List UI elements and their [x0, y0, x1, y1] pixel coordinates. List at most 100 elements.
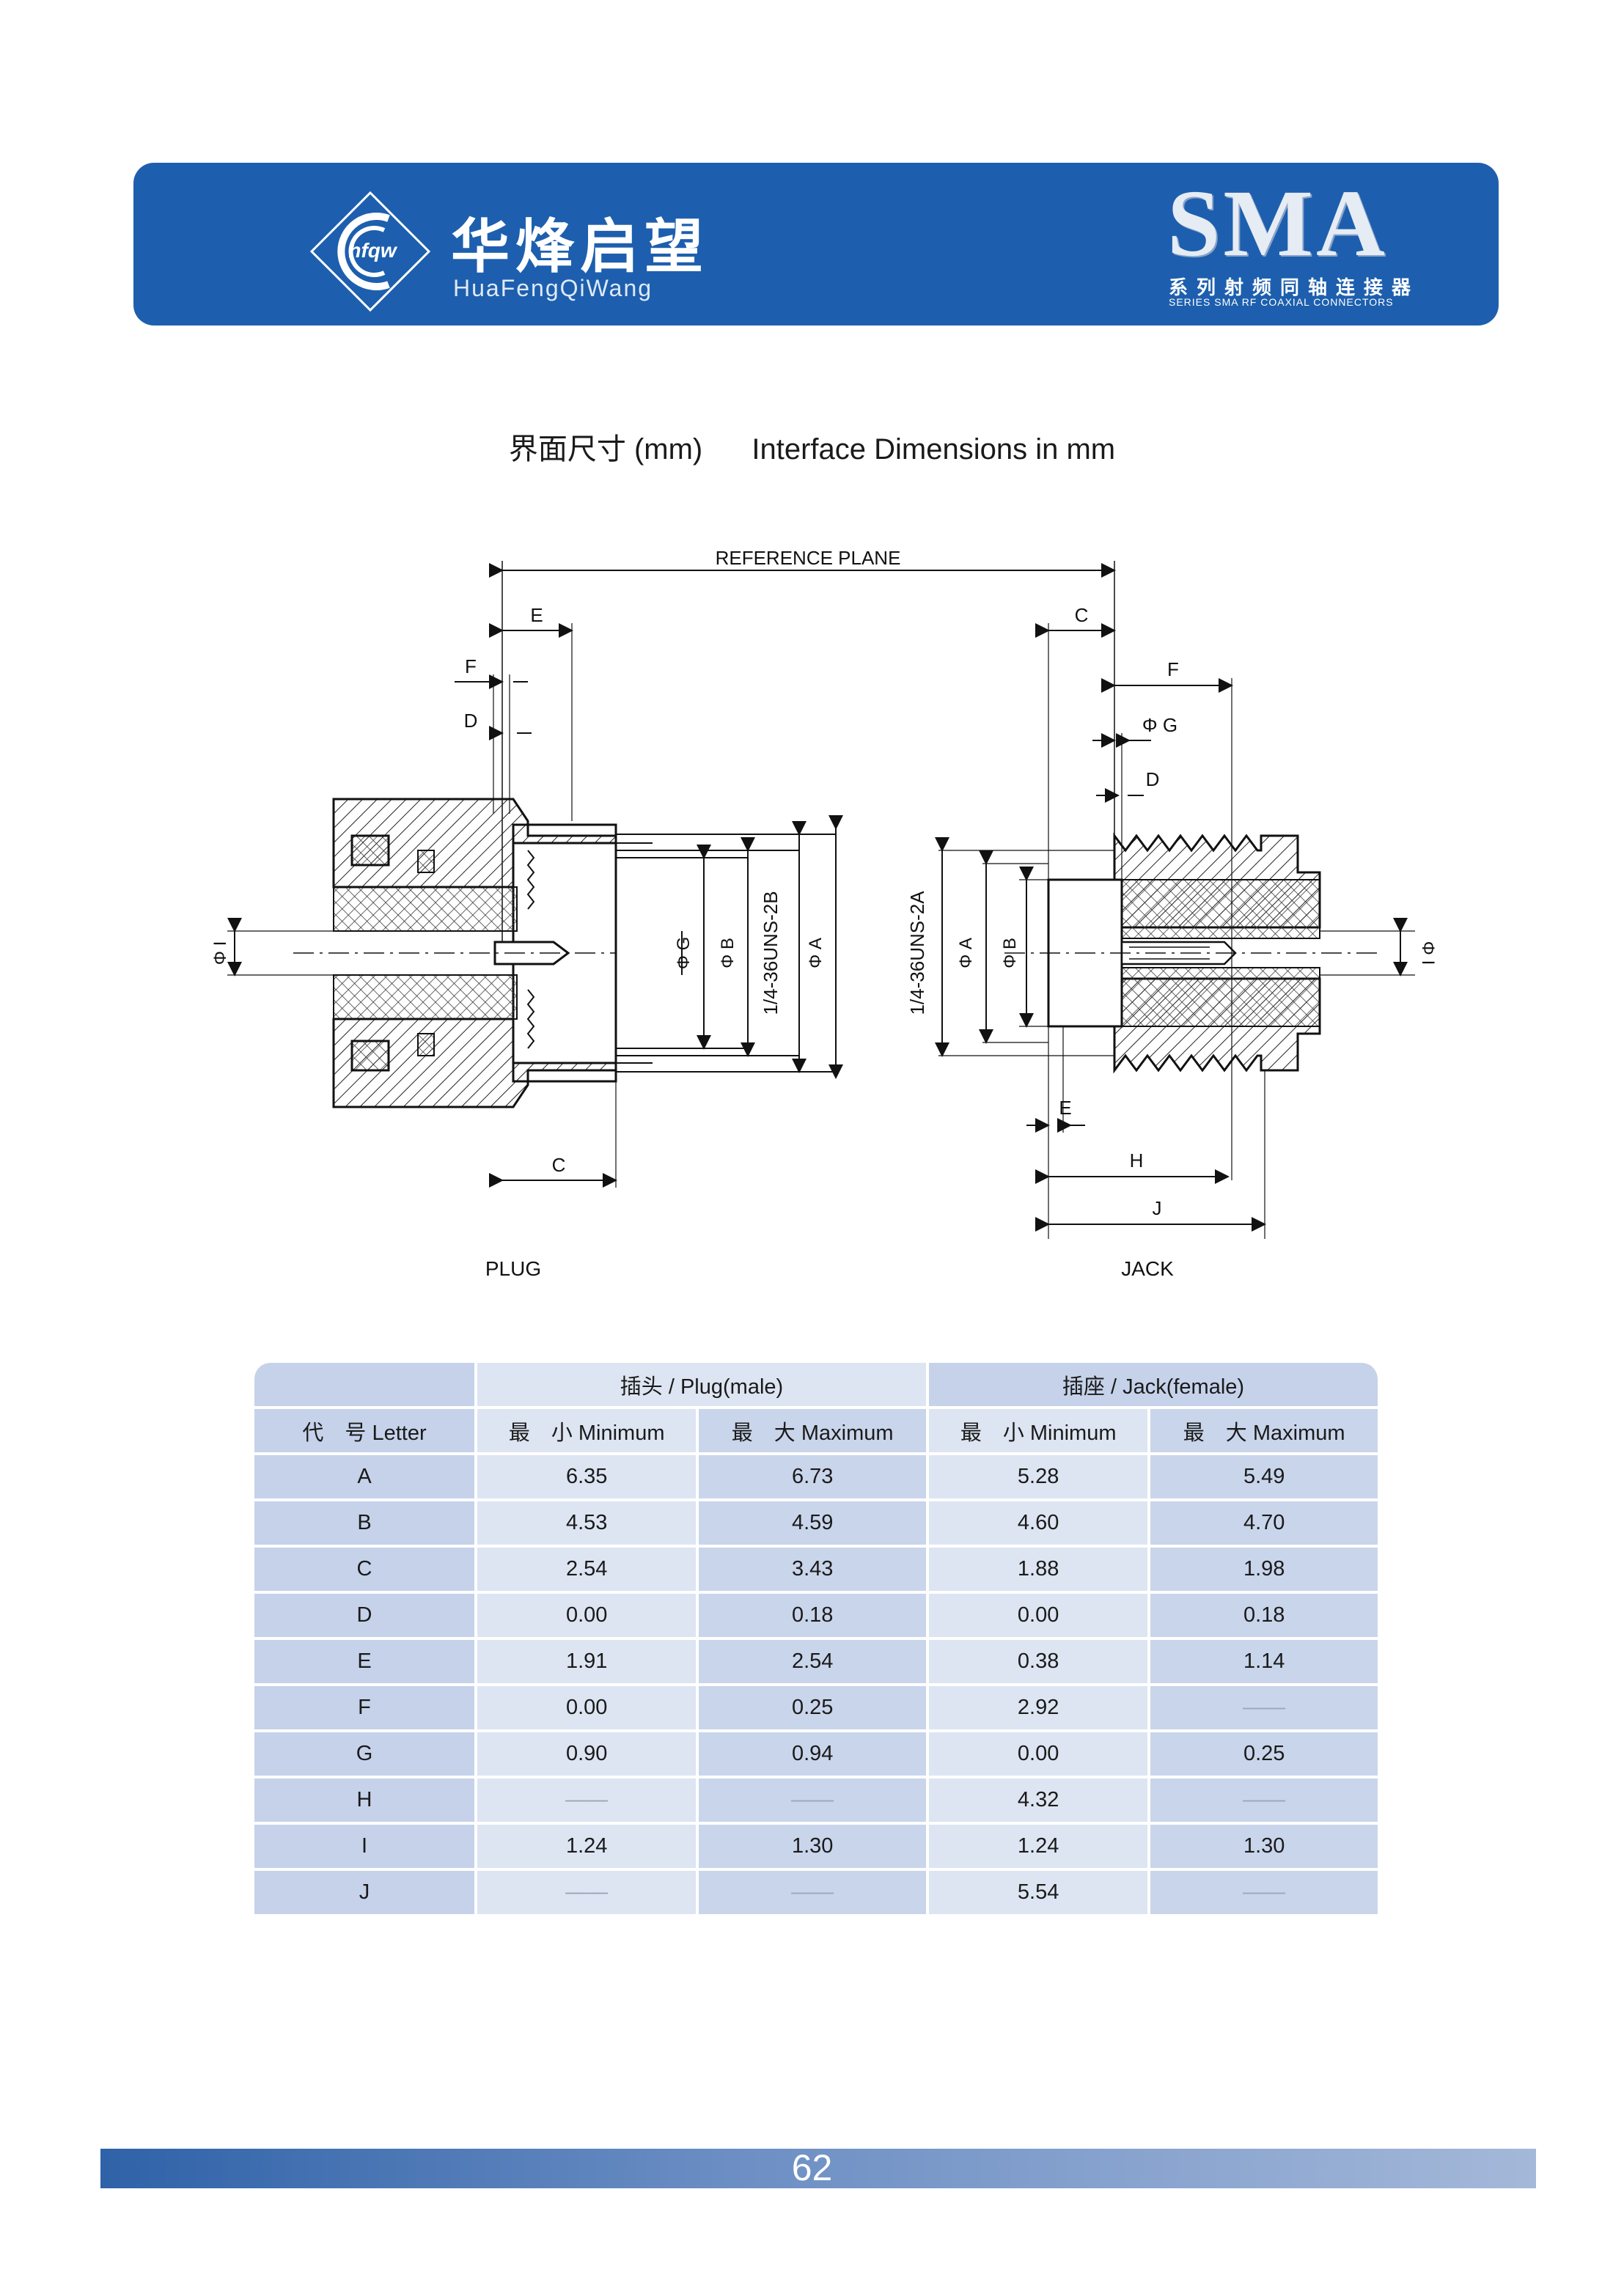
footer-bar [100, 2149, 1536, 2188]
reference-plane-label: REFERENCE PLANE [716, 547, 901, 569]
plug-min-header: 最 小 Minimum [477, 1409, 697, 1452]
letter-cell: D [254, 1594, 474, 1637]
plug-max-cell: —— [699, 1778, 926, 1822]
plug-dim-f-label: F [465, 655, 477, 677]
letter-cell: G [254, 1732, 474, 1776]
plug-label: PLUG [485, 1257, 541, 1280]
letter-cell: B [254, 1501, 474, 1545]
jack-max-cell: —— [1150, 1871, 1378, 1914]
page-title-cn: 界面尺寸 (mm) [508, 433, 703, 466]
jack-dim-f-label: F [1167, 658, 1179, 680]
jack-thread-label: 1/4-36UNS-2A [906, 891, 928, 1015]
letter-cell: H [254, 1778, 474, 1822]
letter-cell: A [254, 1455, 474, 1498]
dimensions-table: 插头 / Plug(male) 插座 / Jack(female) 代 号 Le… [251, 1360, 1381, 1917]
jack-max-cell: 1.98 [1150, 1548, 1378, 1591]
jack-group-header: 插座 / Jack(female) [928, 1363, 1378, 1406]
jack-min-cell: 0.00 [928, 1732, 1148, 1776]
plug-max-cell: 0.25 [699, 1686, 926, 1729]
jack-dim-e-label: E [1059, 1097, 1071, 1119]
brand-name-en: HuaFengQiWang [453, 275, 653, 301]
company-logo: hfqw [309, 191, 431, 312]
plug-max-cell: 4.59 [699, 1501, 926, 1545]
plug-max-header: 最 大 Maximum [699, 1409, 926, 1452]
page-title: 界面尺寸 (mm) Interface Dimensions in mm [0, 425, 1624, 468]
plug-dim-d-label: D [464, 710, 478, 732]
plug-max-cell: 0.94 [699, 1732, 926, 1776]
plug-dim-g: Φ G [674, 937, 694, 969]
table-corner [254, 1363, 474, 1406]
jack-min-cell: 5.54 [928, 1871, 1148, 1914]
series-subtitle-en: SERIES SMA RF COAXIAL CONNECTORS [1169, 296, 1394, 308]
jack-max-cell: 4.70 [1150, 1501, 1378, 1545]
jack-max-header: 最 大 Maximum [1150, 1409, 1378, 1452]
jack-max-cell: —— [1150, 1778, 1378, 1822]
plug-thread-label: 1/4-36UNS-2B [760, 891, 782, 1015]
letter-cell: J [254, 1871, 474, 1914]
plug-min-cell: —— [477, 1871, 697, 1914]
plug-max-cell: 1.30 [699, 1825, 926, 1868]
table-group-header-row: 插头 / Plug(male) 插座 / Jack(female) [254, 1363, 1378, 1406]
series-title: SMA [1167, 171, 1388, 276]
logo-text: hfqw [348, 239, 398, 262]
plug-max-cell: —— [699, 1871, 926, 1914]
plug-min-cell: 6.35 [477, 1455, 697, 1498]
jack-dim-b: Φ B [1000, 938, 1020, 968]
plug-max-cell: 0.18 [699, 1594, 926, 1637]
letter-cell: I [254, 1825, 474, 1868]
jack-dim-j-label: J [1153, 1197, 1162, 1219]
jack-min-cell: 1.88 [928, 1548, 1148, 1591]
jack-dim-g-label: Φ G [1142, 714, 1177, 736]
plug-min-cell: 4.53 [477, 1501, 697, 1545]
letter-cell: C [254, 1548, 474, 1591]
jack-max-cell: 5.49 [1150, 1455, 1378, 1498]
plug-min-cell: —— [477, 1778, 697, 1822]
jack-label: JACK [1121, 1257, 1174, 1280]
jack-dim-i: Φ I [1418, 941, 1437, 965]
plug-dim-b: Φ B [718, 938, 738, 968]
interface-drawing: REFERENCE PLANE [210, 547, 1437, 1280]
jack-min-cell: 2.92 [928, 1686, 1148, 1729]
plug-min-cell: 1.91 [477, 1640, 697, 1683]
letter-header: 代 号 Letter [254, 1409, 474, 1452]
plug-min-cell: 0.00 [477, 1686, 697, 1729]
brand-name-cn: 华烽启望 [451, 213, 709, 281]
plug-min-cell: 2.54 [477, 1548, 697, 1591]
plug-min-cell: 1.24 [477, 1825, 697, 1868]
plug-min-cell: 0.00 [477, 1594, 697, 1637]
jack-dim-a: Φ A [956, 938, 976, 968]
jack-max-cell: 0.25 [1150, 1732, 1378, 1776]
jack-max-cell: 1.30 [1150, 1825, 1378, 1868]
plug-body [332, 798, 617, 1108]
table-column-header-row: 代 号 Letter 最 小 Minimum 最 大 Maximum 最 小 M… [254, 1409, 1378, 1452]
page-title-en: Interface Dimensions in mm [752, 433, 1116, 466]
jack-dim-h-label: H [1130, 1149, 1144, 1171]
letter-cell: F [254, 1686, 474, 1729]
jack-max-cell: 0.18 [1150, 1594, 1378, 1637]
table-row: H————4.32—— [254, 1778, 1378, 1822]
jack-min-cell: 0.38 [928, 1640, 1148, 1683]
jack-max-cell: 1.14 [1150, 1640, 1378, 1683]
jack-min-cell: 5.28 [928, 1455, 1148, 1498]
plug-dim-e-label: E [530, 604, 543, 626]
page-number: 62 [791, 2147, 833, 2188]
plug-max-cell: 2.54 [699, 1640, 926, 1683]
letter-cell: E [254, 1640, 474, 1683]
jack-min-cell: 4.32 [928, 1778, 1148, 1822]
jack-min-cell: 1.24 [928, 1825, 1148, 1868]
jack-dim-c-label: C [1075, 604, 1089, 626]
jack-min-header: 最 小 Minimum [928, 1409, 1148, 1452]
plug-dim-a: Φ A [806, 938, 826, 968]
plug-dim-c-label: C [552, 1154, 566, 1176]
plug-min-cell: 0.90 [477, 1732, 697, 1776]
table-row: J————5.54—— [254, 1871, 1378, 1914]
series-subtitle-cn: 系列射频同轴连接器 [1169, 276, 1420, 298]
jack-dim-d-label: D [1146, 768, 1160, 790]
